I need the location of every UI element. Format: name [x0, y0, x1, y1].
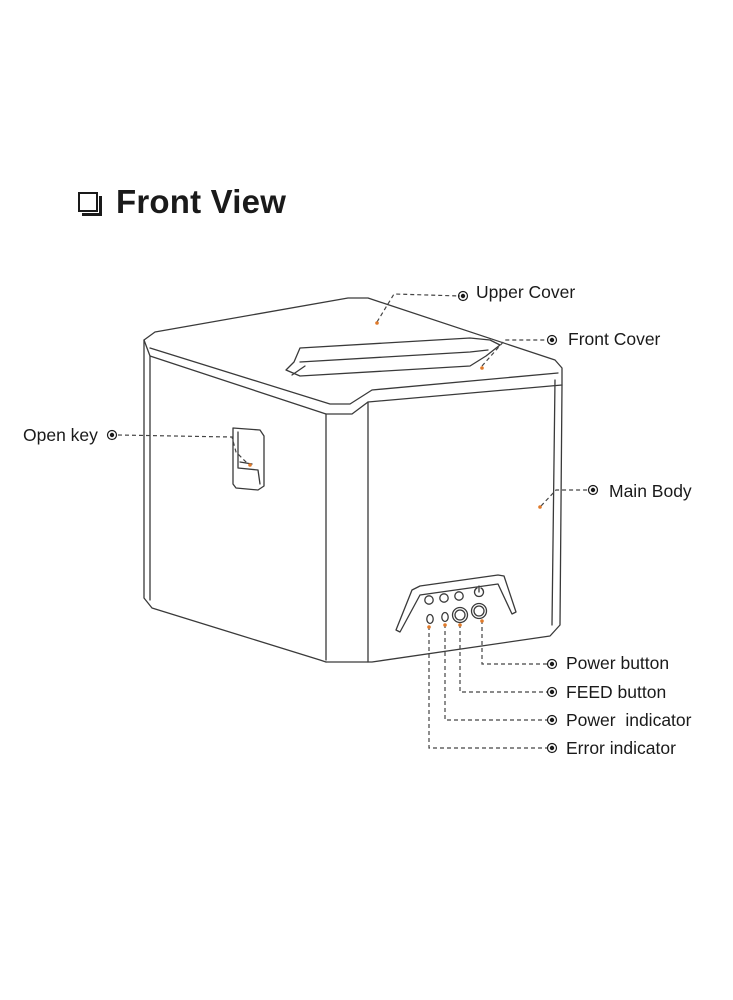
leader-power-indicator [444, 624, 548, 721]
bullet-icon [546, 658, 558, 670]
label-main-body: Main Body [609, 481, 692, 501]
bullet-icon [457, 290, 469, 302]
bullet-icon [546, 714, 558, 726]
label-power-indicator: Power indicator [566, 710, 692, 730]
bullet-icon [546, 334, 558, 346]
checkbox-square-icon [78, 192, 102, 216]
leader-error-indicator [428, 626, 548, 749]
leader-open-key [117, 434, 249, 465]
printer-body-outline [143, 297, 563, 663]
label-upper-cover: Upper Cover [476, 282, 575, 302]
label-open-key: Open key [23, 425, 98, 445]
leader-power-button [481, 620, 548, 665]
leader-upper-cover [376, 293, 461, 323]
bullet-icon [106, 429, 118, 441]
bullet-icon [546, 686, 558, 698]
label-error-indicator: Error indicator [566, 738, 676, 758]
leader-main-body [540, 489, 590, 507]
bullet-icon [546, 742, 558, 754]
page-heading: Front View [78, 183, 286, 221]
page-title: Front View [116, 183, 287, 220]
label-feed-button: FEED button [566, 682, 666, 702]
orange-markers [248, 321, 542, 629]
bullet-icons [106, 290, 599, 754]
leader-feed-button [459, 624, 548, 693]
label-front-cover: Front Cover [568, 329, 661, 349]
bullet-icon [587, 484, 599, 496]
leader-front-cover [481, 339, 548, 367]
leader-lines [117, 293, 590, 749]
label-power-button: Power button [566, 653, 669, 673]
